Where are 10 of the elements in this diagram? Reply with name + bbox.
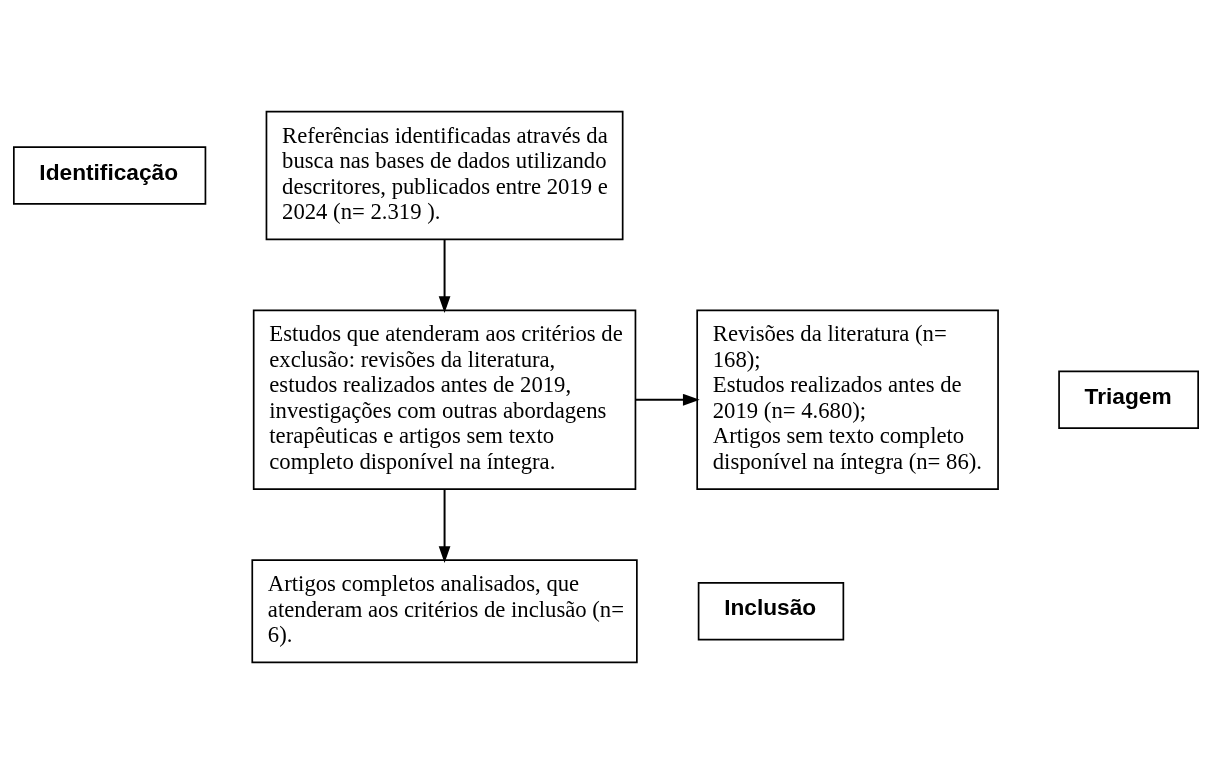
arrow (634, 393, 700, 406)
node-box: Triagem (1058, 370, 1199, 429)
node-box: Inclusão (697, 582, 845, 641)
node-box: Artigos completos analisados, que atenderam aos critérios de inclusão (n= 6). (251, 559, 638, 664)
arrow (438, 238, 451, 314)
node-box: Referências identificadas através da busca nas bases de dados utilizando descritores, publicados entre 2019 e 2024 (n= 2.319 ). (265, 110, 624, 241)
node-box: Estudos que atenderam aos critérios de exclusão: revisões da literatura, estudos realizados antes de 2019, investigações com outras abordagens terapêuticas e artigos sem texto completo disponível na íntegra. (252, 309, 637, 491)
node-box: Revisões da literatura (n= 168); Estudos realizados antes de 2019 (n= 4.680); Artigos sem texto completo disponível na íntegra (n= 86). (696, 309, 999, 491)
node-box: Identificação (13, 146, 207, 205)
arrow (438, 488, 451, 563)
